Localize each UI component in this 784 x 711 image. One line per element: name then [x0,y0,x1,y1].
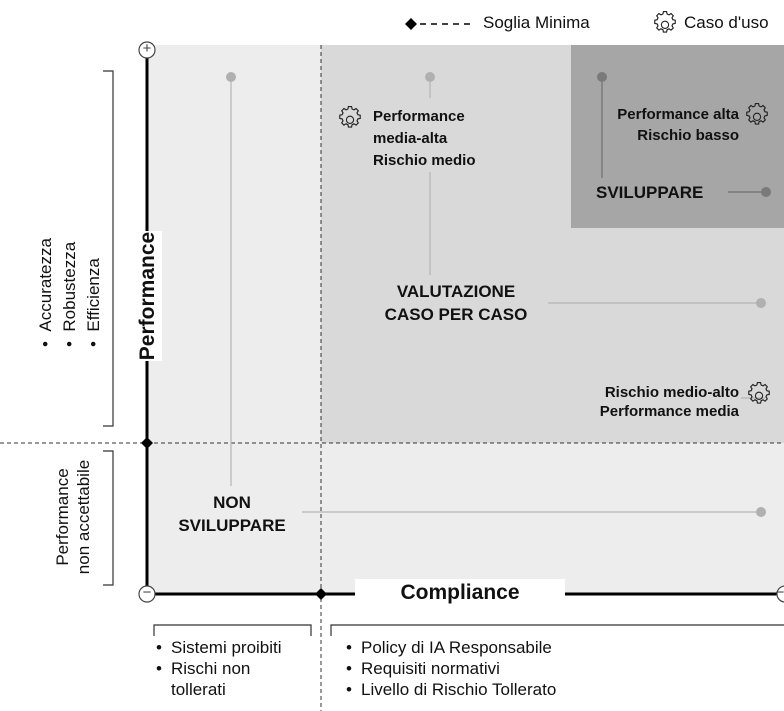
gear-icon [747,381,771,404]
origin-minus-label: − [142,584,152,601]
performance-unacceptable-label: Performance non accettabile [53,459,93,575]
x-axis-end [776,585,784,603]
marker-dot [756,507,766,517]
zone-label-non-sviluppare: NON SVILUPPARE [178,493,286,535]
bracket-compliance-right [330,624,784,636]
bracket-performance-upper [103,70,114,427]
list-item: Sistemi proibiti [156,637,282,658]
zone-label-sviluppare: SVILUPPARE [596,183,704,202]
legend-threshold-label: Soglia Minima [483,13,590,32]
criteria-item: • Accuratezza [36,238,55,347]
marker-dot [756,298,766,308]
y-axis-plus-label: + [142,40,152,57]
bracket-compliance-left [153,624,312,636]
use-case-label-uc1: Performance media-alta Rischio medio [373,108,476,169]
marker-dot [761,187,771,197]
gear-icon [338,105,362,128]
marker-dot [425,72,435,82]
compliance-right-list: Policy di IA Responsabile Requisiti norm… [346,637,556,700]
list-item: Livello di Rischio Tollerato [346,679,556,700]
legend-threshold-diamond [405,18,417,30]
threshold-diamond-x [315,588,327,600]
criteria-item: • Efficienza [84,258,103,347]
list-item: Policy di IA Responsabile [346,637,556,658]
use-case-label-uc3: Rischio medio-alto Performance media [599,384,739,420]
gear-icon [745,102,769,125]
x-axis-end-label: − [775,584,784,601]
use-case-label-uc2: Performance alta Rischio basso [617,106,739,144]
y-axis-plus-end [138,41,156,59]
x-axis-title: Compliance [355,579,565,607]
legend-use-case-label: Caso d'uso [684,13,769,32]
gear-icon [654,11,676,33]
origin-minus-end [138,585,156,603]
marker-dot [597,72,607,82]
marker-dot [226,72,236,82]
threshold-diamond-y [141,437,153,449]
zone-label-valutazione: VALUTAZIONE CASO PER CASO [384,282,528,324]
criteria-item: • Robustezza [60,241,79,347]
y-axis-title: Performance [136,231,162,361]
performance-criteria-list: • Accuratezza • Robustezza • Efficienza [34,157,106,347]
bracket-performance-lower [103,450,114,586]
list-item: Requisiti normativi [346,658,556,679]
